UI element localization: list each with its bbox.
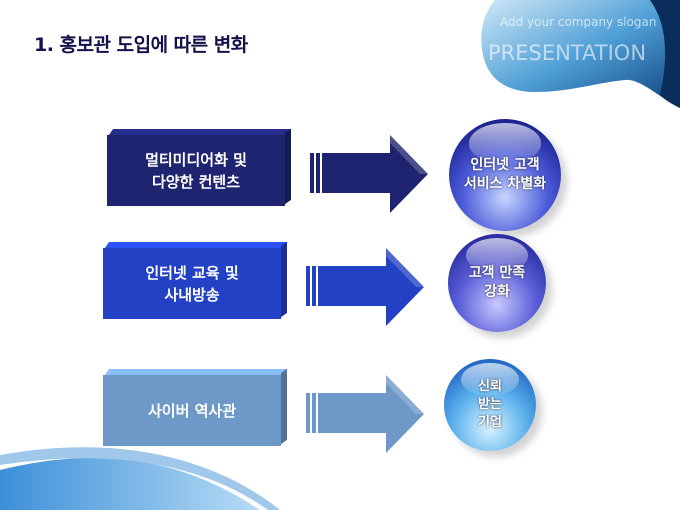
result-label: 신뢰 받는 기업: [478, 379, 502, 430]
source-box: 인터넷 교육 및 사내방송: [103, 248, 281, 319]
banner-word: PRESENTATION: [488, 41, 647, 65]
arrow-icon: [310, 135, 428, 213]
banner-slogan: Add your company slogan: [500, 15, 657, 29]
result-sphere: 고객 만족 강화: [448, 234, 546, 332]
source-box: 멀티미디어화 및 다양한 컨텐츠: [107, 135, 285, 206]
source-label: 인터넷 교육 및 사내방송: [145, 263, 239, 304]
source-label: 사이버 역사관: [147, 401, 237, 420]
source-label: 멀티미디어화 및 다양한 컨텐츠: [145, 150, 247, 191]
arrow-icon: [306, 248, 424, 326]
result-label: 인터넷 고객 서비스 차별화: [463, 157, 547, 192]
source-box: 사이버 역사관: [103, 375, 281, 446]
result-label: 고객 만족 강화: [468, 265, 526, 300]
page-title: 1. 홍보관 도입에 따른 변화: [34, 34, 248, 56]
result-sphere: 인터넷 고객 서비스 차별화: [449, 119, 561, 231]
arrow-icon: [306, 375, 424, 453]
result-sphere: 신뢰 받는 기업: [444, 359, 536, 451]
